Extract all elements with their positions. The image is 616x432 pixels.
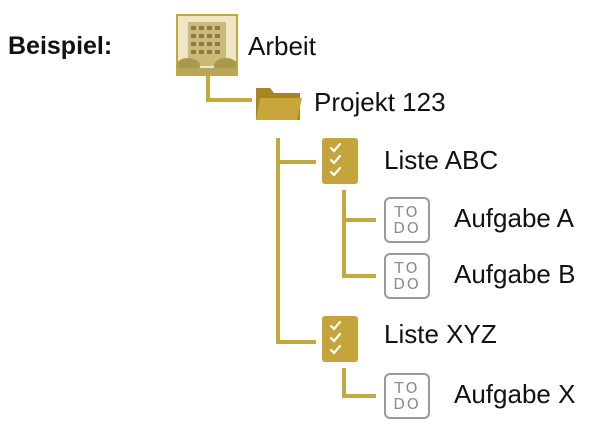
- root-label: Arbeit: [248, 31, 316, 61]
- folder-icon: [254, 82, 304, 127]
- connector-list-abc-vertical: [342, 190, 346, 278]
- task-b-label: Aufgabe B: [454, 259, 576, 289]
- connector-list-abc-horizontal: [276, 160, 316, 164]
- building-photo-icon: [176, 14, 238, 76]
- connector-root-horizontal: [206, 98, 252, 102]
- list-xyz-label: Liste XYZ: [384, 319, 497, 349]
- todo-icon: TO DO: [384, 197, 430, 243]
- connector-task-b-horizontal: [342, 274, 376, 278]
- connector-task-a-horizontal: [342, 218, 376, 222]
- checklist-icon: [322, 138, 358, 184]
- task-x-label: Aufgabe X: [454, 379, 576, 409]
- checklist-icon: [322, 316, 358, 362]
- connector-list-xyz-horizontal: [276, 340, 316, 344]
- connector-task-x-horizontal: [342, 394, 376, 398]
- task-a-label: Aufgabe A: [454, 203, 574, 233]
- project-label: Projekt 123: [314, 87, 446, 117]
- connector-list-xyz-vertical: [342, 368, 346, 398]
- todo-icon: TO DO: [384, 253, 430, 299]
- list-abc-label: Liste ABC: [384, 145, 499, 175]
- todo-icon: TO DO: [384, 373, 430, 419]
- connector-project-vertical: [276, 138, 280, 344]
- example-heading: Beispiel:: [8, 32, 113, 60]
- connector-root-vertical: [206, 76, 210, 102]
